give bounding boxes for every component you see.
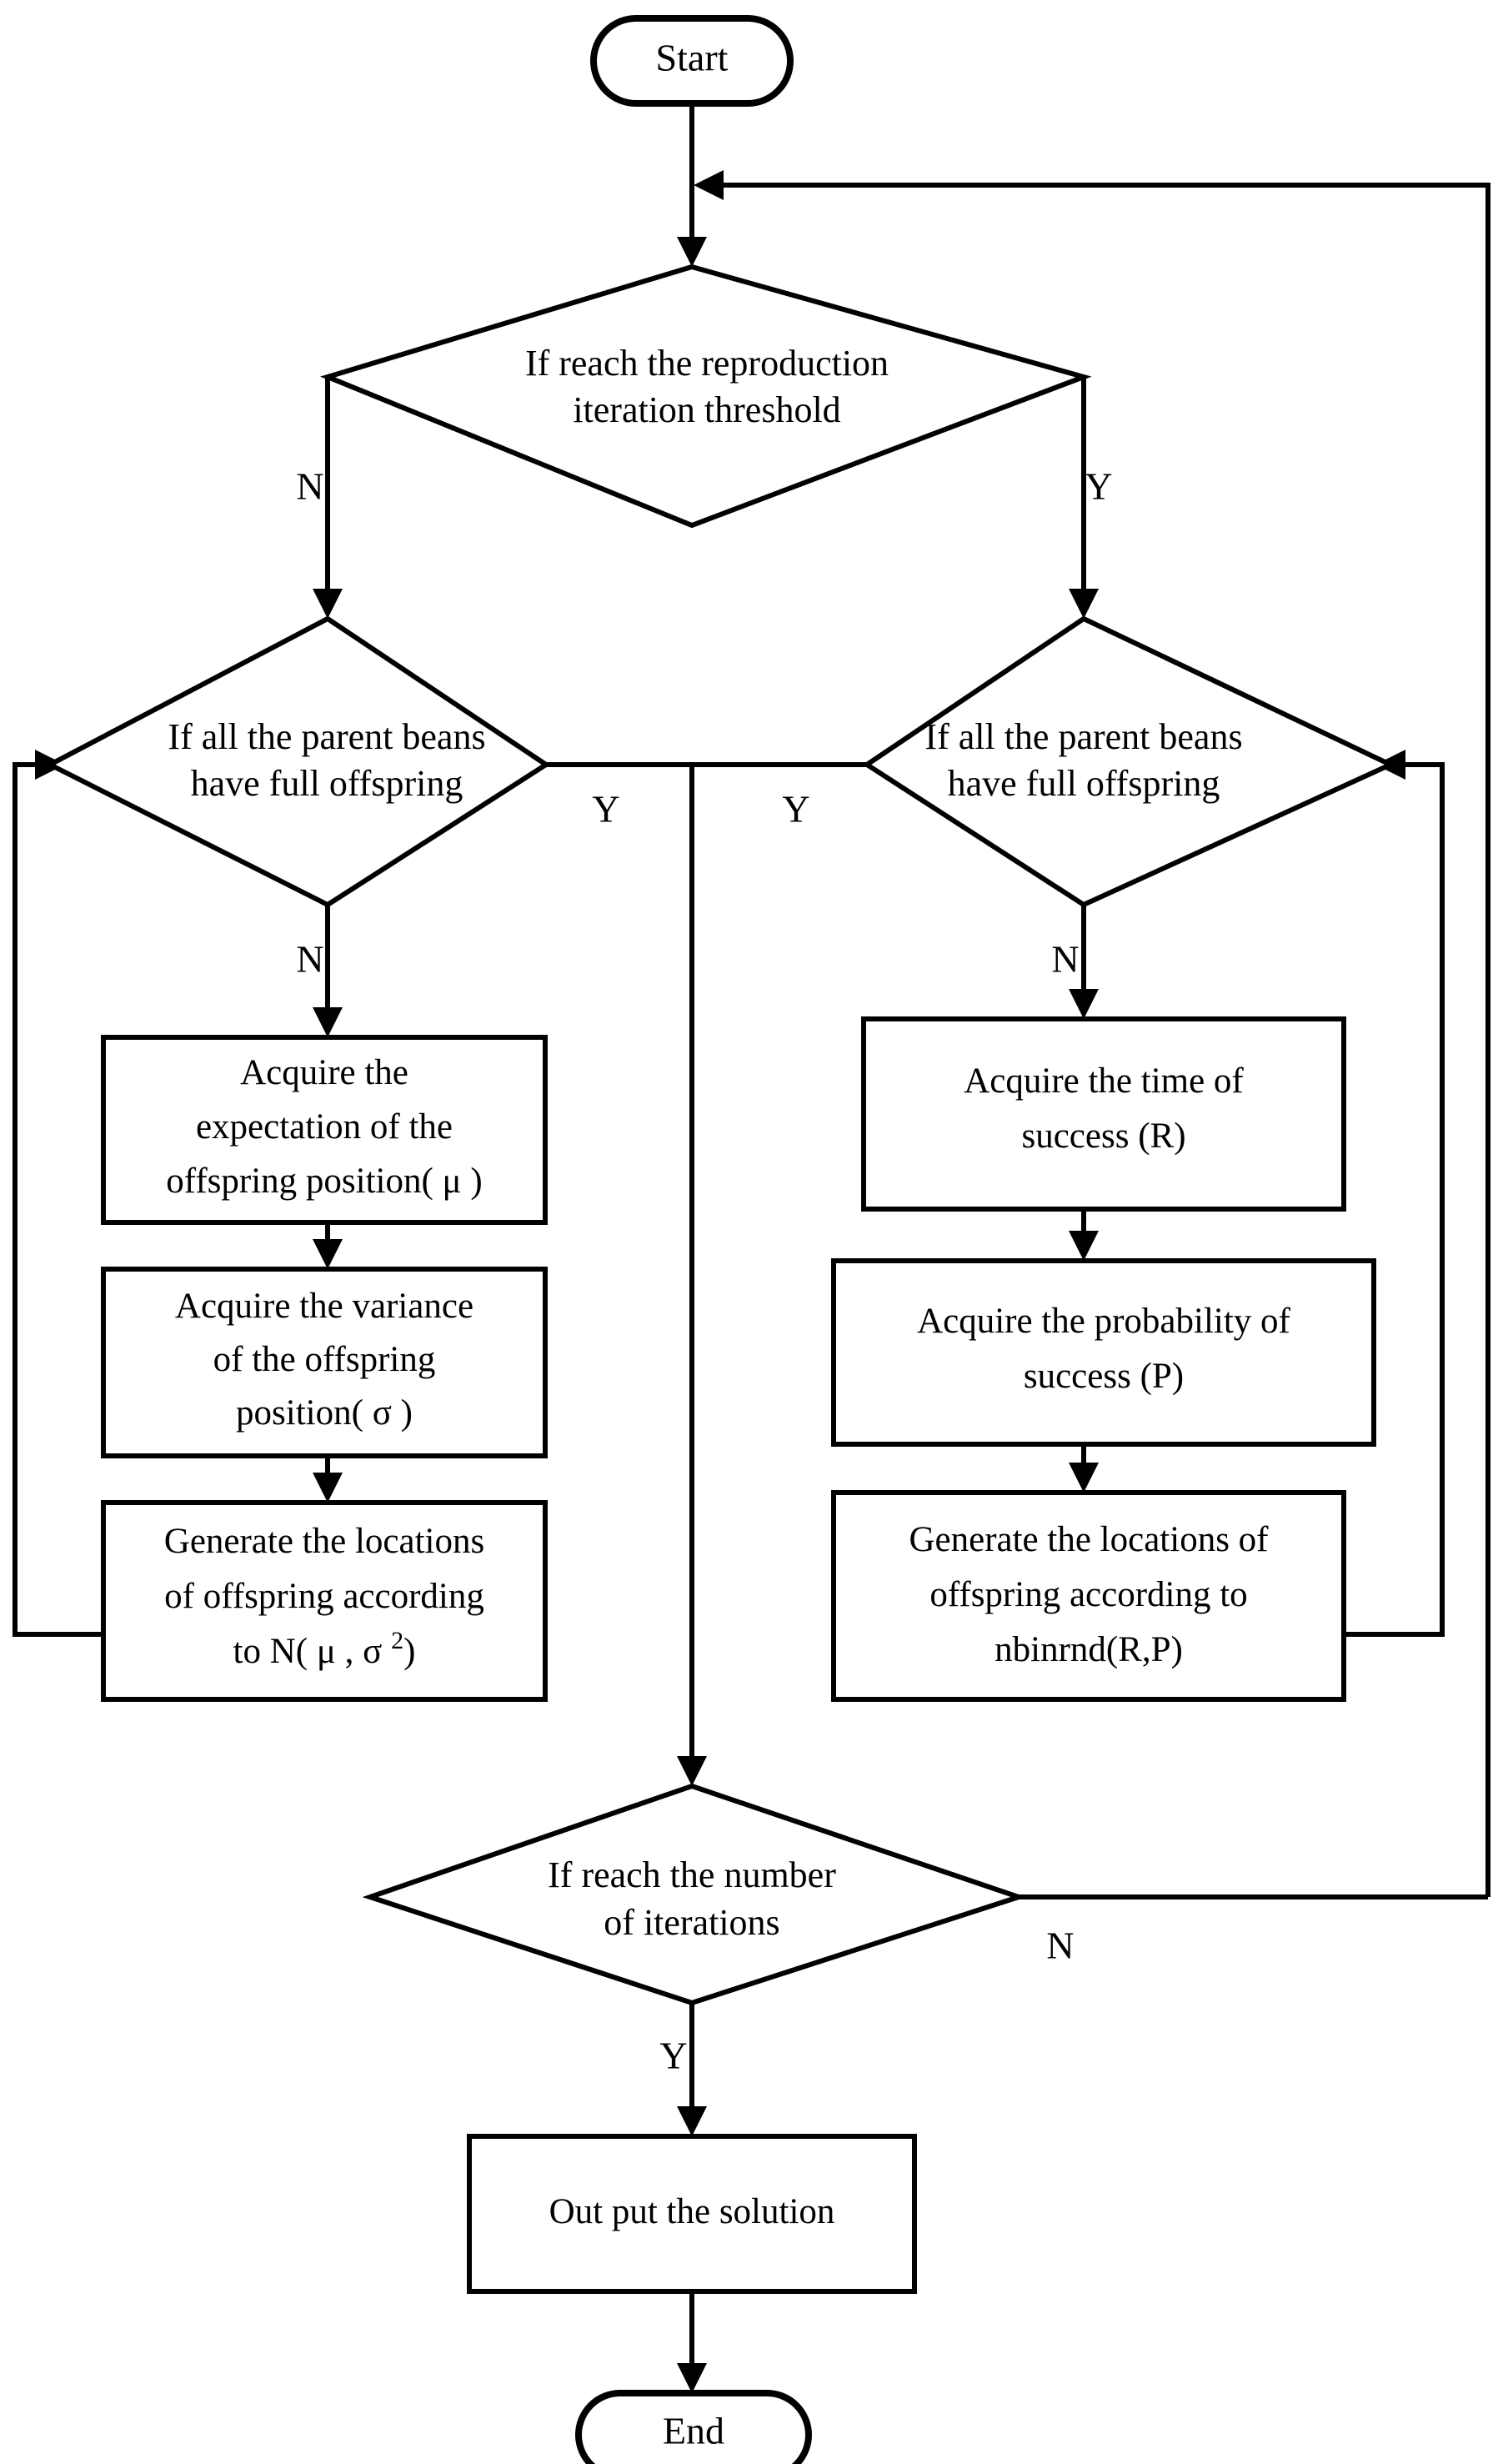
proc-generate-normal-exponent: 2 [391, 1627, 403, 1654]
proc-prob-success-line1: Acquire the probability of [917, 1302, 1290, 1341]
decision-iterations-line2: of iterations [604, 1902, 779, 1943]
node-decision-iterations[interactable]: If reach the number of iterations [362, 1783, 1027, 2006]
proc-expectation-line1: Acquire the [240, 1053, 408, 1092]
arrowhead-left-offspring-no [313, 1007, 343, 1037]
arrowhead-right-offspring-no [1069, 989, 1099, 1019]
proc-generate-normal-line3-close: ) [403, 1632, 415, 1671]
end-label: End [663, 2410, 724, 2452]
proc-expectation-shape [101, 1035, 548, 1225]
proc-time-success-line2: success (R) [1021, 1117, 1185, 1156]
arrowhead-outer-return [694, 170, 724, 200]
node-decision-reproduction[interactable]: If reach the reproduction iteration thre… [320, 263, 1092, 529]
edge-left-feedback-loop [13, 762, 103, 1637]
proc-generate-nbinrnd-line2: offspring according to [929, 1575, 1247, 1614]
arrowhead-iterations-yes [677, 2106, 707, 2136]
proc-generate-normal-line3-main: to N( μ , σ [233, 1632, 392, 1671]
proc-variance-line1: Acquire the variance [175, 1287, 473, 1326]
proc-variance-line3: position( σ ) [236, 1393, 413, 1433]
proc-output-label: Out put the solution [549, 2192, 835, 2231]
arrowhead-time-to-prob [1069, 1231, 1099, 1261]
proc-output-shape [467, 2134, 917, 2294]
arrowhead-expectation-to-variance [313, 1239, 343, 1269]
branch-label-repro-no: N [296, 465, 323, 508]
decision-left-offspring-shape [44, 615, 551, 908]
arrowhead-output-to-end [677, 2363, 707, 2393]
start-terminal-shape [590, 15, 794, 107]
arrowhead-repro-no [313, 589, 343, 619]
arrowhead-prob-to-generate [1069, 1463, 1099, 1493]
branch-label-left-offspring-yes: Y [592, 788, 619, 831]
end-terminal-shape [575, 2390, 812, 2464]
decision-reproduction-shape [320, 263, 1092, 529]
decision-iterations-shape [362, 1783, 1027, 2006]
branch-label-right-offspring-no: N [1051, 938, 1079, 981]
proc-prob-success-line2: success (P) [1024, 1357, 1184, 1396]
proc-generate-normal-line3: to N( μ , σ 2) [233, 1627, 416, 1671]
decision-reproduction-line2: iteration threshold [573, 389, 840, 430]
decision-right-offspring-shape [862, 615, 1397, 908]
proc-variance-shape [101, 1267, 548, 1458]
node-proc-variance[interactable]: Acquire the variance of the offspring po… [101, 1267, 548, 1458]
proc-generate-nbinrnd-shape [831, 1490, 1346, 1702]
branch-label-right-offspring-yes: Y [782, 788, 809, 831]
node-end[interactable]: End [575, 2390, 812, 2464]
node-decision-right-offspring[interactable]: If all the parent beans have full offspr… [862, 615, 1397, 908]
arrowhead-variance-to-generate [313, 1473, 343, 1503]
decision-iterations-line1: If reach the number [548, 1854, 836, 1895]
proc-prob-success-shape [831, 1258, 1376, 1447]
branch-label-repro-yes: Y [1085, 465, 1112, 508]
proc-generate-normal-line1: Generate the locations [164, 1522, 484, 1561]
proc-expectation-line2: expectation of the [196, 1107, 453, 1147]
edge-outer-return-loop [709, 183, 1490, 1897]
start-label: Start [656, 37, 729, 79]
proc-generate-nbinrnd-line1: Generate the locations of [909, 1520, 1269, 1559]
edge-right-feedback-loop [1344, 762, 1445, 1637]
arrowhead-to-repro [677, 237, 707, 267]
decision-right-offspring-line1: If all the parent beans [924, 716, 1242, 757]
node-start[interactable]: Start [590, 15, 794, 107]
decision-reproduction-line1: If reach the reproduction [525, 343, 889, 384]
node-proc-generate-normal[interactable]: Generate the locations of offspring acco… [101, 1500, 548, 1702]
branch-label-iterations-yes: Y [659, 2035, 687, 2077]
proc-time-success-line1: Acquire the time of [964, 1061, 1244, 1101]
branch-label-iterations-no: N [1046, 1925, 1074, 1967]
decision-left-offspring-line1: If all the parent beans [168, 716, 485, 757]
proc-generate-normal-shape [101, 1500, 548, 1702]
node-proc-generate-nbinrnd[interactable]: Generate the locations of offspring acco… [831, 1490, 1346, 1702]
proc-time-success-shape [861, 1016, 1346, 1212]
node-proc-time-success[interactable]: Acquire the time of success (R) [861, 1016, 1346, 1212]
node-proc-output[interactable]: Out put the solution [467, 2134, 917, 2294]
node-decision-left-offspring[interactable]: If all the parent beans have full offspr… [44, 615, 551, 908]
node-proc-prob-success[interactable]: Acquire the probability of success (P) [831, 1258, 1376, 1447]
proc-variance-line2: of the offspring [213, 1340, 436, 1379]
decision-right-offspring-line2: have full offspring [948, 763, 1220, 804]
arrowhead-repro-yes [1069, 589, 1099, 619]
decision-left-offspring-line2: have full offspring [191, 763, 463, 804]
node-proc-expectation[interactable]: Acquire the expectation of the offspring… [101, 1035, 548, 1225]
branch-label-left-offspring-no: N [296, 938, 323, 981]
proc-generate-normal-line2: of offspring according [164, 1577, 484, 1616]
proc-expectation-line3: offspring position( μ ) [166, 1162, 482, 1201]
proc-generate-nbinrnd-line3: nbinrnd(R,P) [994, 1630, 1183, 1669]
arrowhead-to-iterations [677, 1756, 707, 1786]
